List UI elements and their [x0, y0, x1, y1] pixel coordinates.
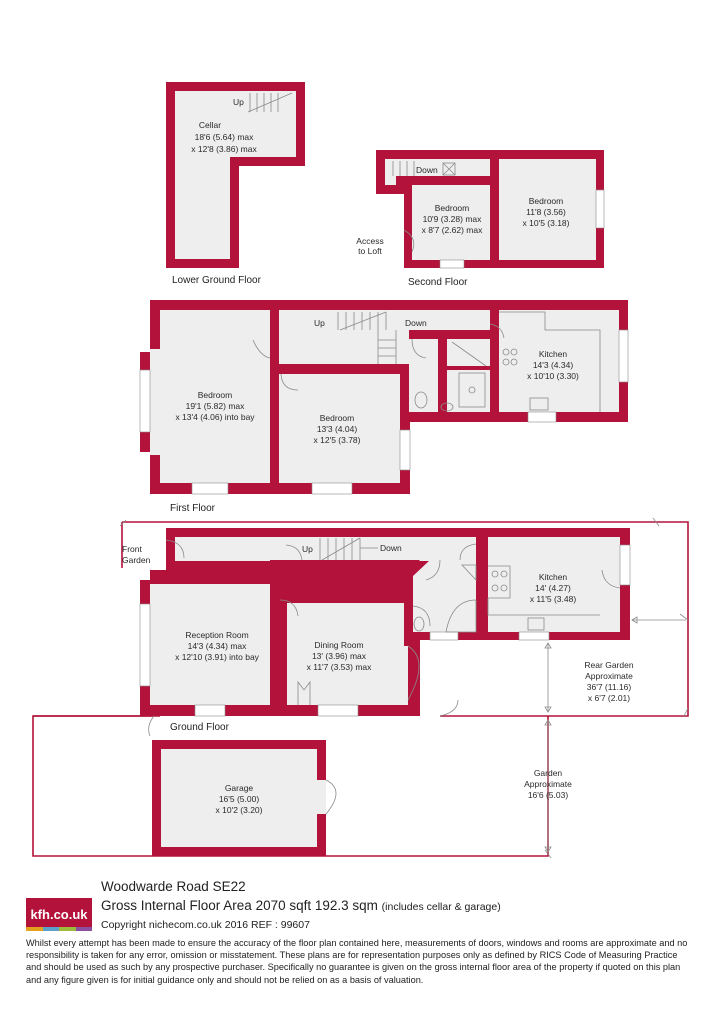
- second-floor-plan: Down Access to Loft Bedroom 10'9 (3.28) …: [356, 150, 605, 288]
- property-address: Woodwarde Road SE22: [101, 879, 246, 894]
- room-dimension: x 12'8 (3.86) max: [191, 144, 257, 154]
- kitchen-fixtures: [297, 565, 600, 705]
- floor-area: Gross Internal Floor Area 2070 sqft 192.…: [101, 898, 501, 913]
- logo-stripe-segment: [75, 927, 92, 931]
- disclaimer: Whilst every attempt has been made to en…: [26, 938, 688, 985]
- logo-stripe-segment: [42, 927, 59, 931]
- room-dimension: 14' (4.27): [535, 583, 571, 593]
- logo-text: kfh.co.uk: [30, 907, 88, 922]
- front-garden-label: Front: [122, 544, 142, 554]
- floor-label: Lower Ground Floor: [172, 275, 262, 286]
- room-dimension: 14'3 (4.34) max: [188, 641, 248, 651]
- room-dimension: 14'3 (4.34): [533, 360, 574, 370]
- stairs-up-label: Up: [314, 318, 325, 328]
- room-name: Reception Room: [185, 630, 248, 640]
- floor-label: First Floor: [170, 503, 216, 514]
- stairs-down-label: Down: [405, 318, 427, 328]
- room-name: Kitchen: [539, 572, 568, 582]
- rear-garden-dimension: 36'7 (11.16): [587, 682, 632, 692]
- garden-dimension: 16'6 (5.03): [528, 790, 569, 800]
- room-name: Cellar: [199, 120, 221, 130]
- room-dimension: x 10'10 (3.30): [527, 371, 579, 381]
- room-dimension: x 11'5 (3.48): [530, 594, 577, 604]
- floor-label: Second Floor: [408, 277, 468, 288]
- cellar-stairs: [247, 92, 293, 113]
- room-dimension: x 10'2 (3.20): [216, 805, 263, 815]
- room-dimension: 16'5 (5.00): [219, 794, 260, 804]
- room-dimension: 11'8 (3.56): [526, 207, 566, 217]
- kitchen-fixtures: [499, 311, 601, 412]
- logo-stripe-segment: [59, 927, 76, 931]
- room-dimension: x 10'5 (3.18): [523, 218, 570, 228]
- floor-area-note: (includes cellar & garage): [381, 901, 501, 913]
- room-dimension: 18'6 (5.64) max: [195, 132, 255, 142]
- copyright: Copyright nichecom.co.uk 2016 REF : 9960…: [101, 919, 310, 931]
- room-name: Dining Room: [314, 640, 363, 650]
- room-name: Bedroom: [529, 196, 564, 206]
- front-garden-label: Garden: [122, 555, 151, 565]
- room-name: Garage: [225, 783, 254, 793]
- room-name: Bedroom: [320, 413, 355, 423]
- room-name: Bedroom: [435, 203, 470, 213]
- ground-floor-stairs: [319, 537, 378, 561]
- logo-stripe: [26, 927, 92, 931]
- rear-garden-dimension: x 6'7 (2.01): [588, 693, 630, 703]
- room-dimension: x 11'7 (3.53) max: [307, 662, 373, 672]
- second-floor-stairs: [392, 161, 456, 176]
- first-floor-stairs: [337, 311, 397, 364]
- rear-garden-label: Approximate: [585, 671, 633, 681]
- garden-label: Approximate: [524, 779, 572, 789]
- room-dimension: 10'9 (3.28) max: [423, 214, 483, 224]
- room-name: Bedroom: [198, 390, 233, 400]
- room-name: Kitchen: [539, 349, 568, 359]
- agency-logo: kfh.co.uk: [26, 898, 92, 931]
- loft-access-label: to Loft: [358, 246, 382, 256]
- stairs-up-label: Up: [302, 544, 313, 554]
- logo-stripe-segment: [26, 927, 43, 931]
- bathroom-fixtures: [413, 564, 477, 633]
- room-dimension: x 13'4 (4.06) into bay: [175, 412, 255, 422]
- bathroom-fixtures: [414, 341, 487, 412]
- dimension-arrows: [119, 517, 689, 859]
- room-dimension: x 8'7 (2.62) max: [422, 225, 483, 235]
- rear-garden-label: Rear Garden: [584, 660, 633, 670]
- room-dimension: 13' (3.96) max: [312, 651, 367, 661]
- floor-label: Ground Floor: [170, 722, 230, 733]
- first-floor-plan: Up Down Bedroom 19'1 (5.82) max x 13'4 (…: [139, 300, 629, 514]
- floor-plan: Up Cellar 18'6 (5.64) max x 12'8 (3.86) …: [32, 82, 689, 859]
- room-dimension: 13'3 (4.04): [317, 424, 358, 434]
- room-dimension: 19'1 (5.82) max: [186, 401, 246, 411]
- cellar-plan: Up Cellar 18'6 (5.64) max x 12'8 (3.86) …: [166, 82, 305, 286]
- ground-floor-plan: Up Down: [32, 517, 689, 859]
- room-dimension: x 12'5 (3.78): [314, 435, 361, 445]
- stairs-up-label: Up: [233, 97, 244, 107]
- loft-access-label: Access: [356, 236, 383, 246]
- floor-area-value: Gross Internal Floor Area 2070 sqft 192.…: [101, 898, 378, 913]
- stairs-down-label: Down: [380, 543, 402, 553]
- garden-label: Garden: [534, 768, 563, 778]
- room-dimension: x 12'10 (3.91) into bay: [175, 652, 260, 662]
- stairs-down-label: Down: [416, 165, 438, 175]
